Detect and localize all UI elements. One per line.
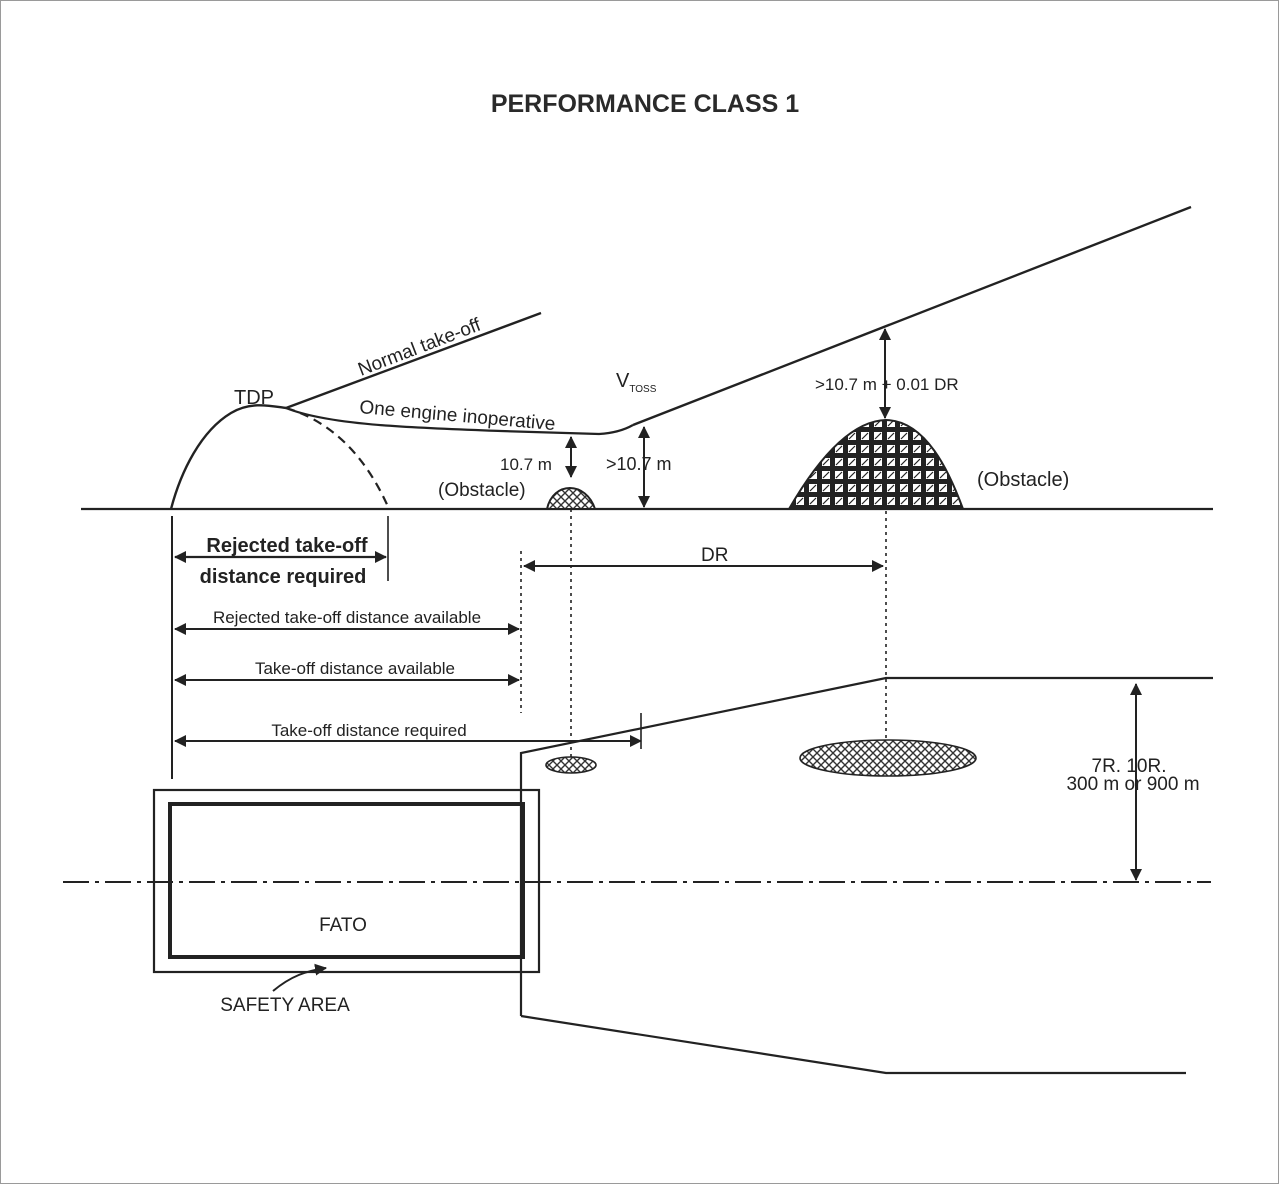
- one-engine-inoperative-path: [285, 406, 634, 436]
- vtoss-subscript: TOSS: [629, 384, 656, 395]
- toda-label: Take-off distance available: [255, 659, 455, 678]
- small-obstacle: [545, 487, 597, 510]
- clearance-10-7-label: 10.7 m: [500, 455, 552, 474]
- normal-takeoff-path: [285, 311, 542, 410]
- safety-area-rect: [152, 788, 541, 974]
- climb-path: [632, 205, 1192, 427]
- vtoss-label: VTOSS: [616, 370, 657, 395]
- rtodr-label-line2: distance required: [200, 566, 367, 588]
- tdp-label: TDP: [234, 387, 274, 409]
- page-title: PERFORMANCE CLASS 1: [491, 90, 799, 118]
- safety-area-label: SAFETY AREA: [220, 995, 350, 1016]
- safety-area-pointer: [272, 963, 327, 992]
- large-obstacle: [787, 418, 965, 510]
- obstacle-area-lower-boundary: [520, 1014, 1186, 1075]
- obstacle-area-upper-boundary: [519, 676, 1213, 1016]
- vtoss-main: V: [616, 370, 630, 392]
- small-obstacle-plan: [545, 756, 597, 774]
- large-obstacle-label: (Obstacle): [977, 469, 1069, 491]
- clearance-gt-10-7-label: >10.7 m: [606, 454, 672, 474]
- fato-rect: [168, 802, 525, 959]
- todr-label: Take-off distance required: [271, 721, 466, 740]
- rtoda-label: Rejected take-off distance available: [213, 608, 481, 627]
- clearance-dr-label: >10.7 m + 0.01 DR: [815, 375, 959, 394]
- normal-takeoff-label: Normal take-off: [355, 314, 484, 380]
- dr-label: DR: [701, 545, 728, 566]
- large-obstacle-plan: [799, 739, 977, 777]
- area-width-label-line2: 300 m or 900 m: [1066, 774, 1199, 795]
- rtodr-label-line1: Rejected take-off: [206, 535, 367, 557]
- takeoff-climb-path: [169, 404, 287, 510]
- fato-label: FATO: [319, 915, 367, 936]
- rejected-takeoff-path: [285, 406, 391, 510]
- small-obstacle-label: (Obstacle): [438, 480, 526, 501]
- area-width-label-line1: 7R. 10R.: [1092, 756, 1167, 777]
